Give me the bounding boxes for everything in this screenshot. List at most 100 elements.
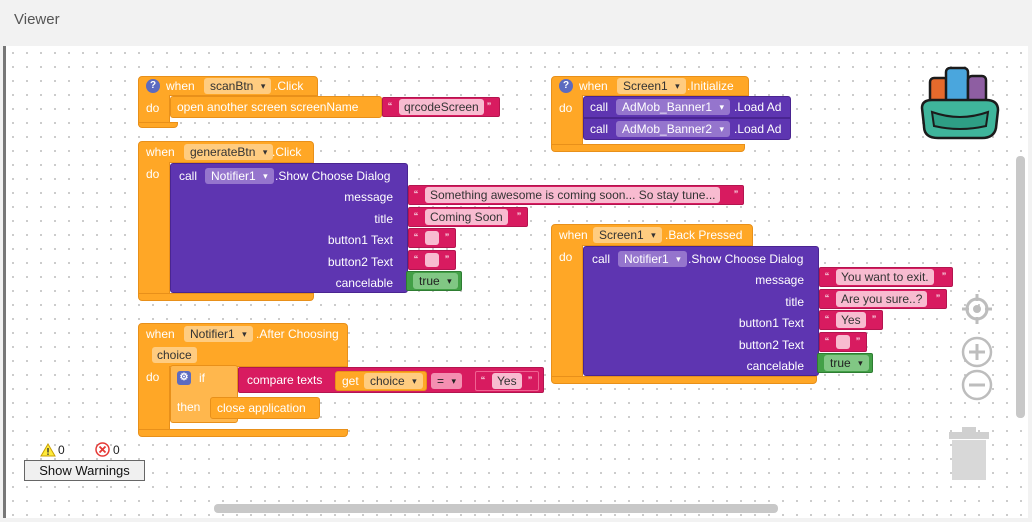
component-dropdown[interactable]: generateBtn <box>184 144 274 160</box>
call-show-choose-dialog[interactable]: call Notifier1 .Show Choose Dialog messa… <box>583 246 819 376</box>
button1-value[interactable]: Yes <box>836 312 866 328</box>
warnings-panel: 0 0 Show Warnings <box>24 442 154 484</box>
compare-label: compare texts <box>247 373 323 387</box>
component-dropdown[interactable]: Notifier1 <box>184 326 253 342</box>
param-cancelable: cancelable <box>746 359 804 373</box>
text-block[interactable]: “ ” <box>819 332 867 352</box>
backpack-icon[interactable] <box>916 60 1004 142</box>
when-label: when <box>579 79 608 93</box>
component-dropdown[interactable]: AdMob_Banner2 <box>616 121 731 137</box>
boolean-block[interactable]: true <box>817 353 873 373</box>
event-name: .Click <box>272 145 302 159</box>
do-label: do <box>146 101 160 115</box>
get-variable-block[interactable]: get choice <box>335 371 427 391</box>
close-application-block[interactable]: close application <box>210 397 320 419</box>
viewer-header: Viewer <box>0 0 1032 40</box>
method-name: .Show Choose Dialog <box>275 169 391 183</box>
event-name: .Back Pressed <box>665 228 743 242</box>
zoom-out-icon[interactable] <box>960 368 994 402</box>
gear-icon[interactable]: ⚙ <box>177 371 191 385</box>
param-title: title <box>785 295 804 309</box>
when-label: when <box>559 228 588 242</box>
event-block-screen1-initialize[interactable]: ? when Screen1 .Initialize do call AdMob… <box>551 76 796 152</box>
text-block[interactable]: “ You want to exit. ” <box>819 267 953 287</box>
zoom-in-icon[interactable] <box>960 335 994 369</box>
error-icon <box>95 442 110 457</box>
title-value[interactable]: Are you sure..? <box>836 291 928 307</box>
do-label: do <box>559 250 573 264</box>
warning-icon <box>40 443 56 457</box>
choice-param[interactable]: choice <box>152 347 197 363</box>
target-icon[interactable] <box>960 292 994 326</box>
message-value[interactable]: You want to exit. <box>836 269 934 285</box>
help-icon[interactable]: ? <box>559 79 573 93</box>
event-block-scanbtn-click[interactable]: ? when scanBtn .Click do open another sc… <box>138 76 500 128</box>
button2-value[interactable] <box>836 335 850 349</box>
param-button2-text: button2 Text <box>327 255 393 269</box>
call-load-ad-block-2[interactable]: call AdMob_Banner2 .Load Ad <box>583 118 791 140</box>
warning-count: 0 <box>58 443 65 457</box>
blocks-workspace[interactable]: ? when scanBtn .Click do open another sc… <box>3 46 1028 518</box>
do-label: do <box>146 167 160 181</box>
when-label: when <box>146 327 175 341</box>
open-another-screen-block[interactable]: open another screen screenName <box>170 96 382 118</box>
close-application-label: close application <box>217 401 306 415</box>
when-label: when <box>166 79 195 93</box>
component-dropdown[interactable]: AdMob_Banner1 <box>616 99 731 115</box>
title-value[interactable]: Coming Soon <box>425 209 508 225</box>
event-name: .After Choosing <box>256 327 339 341</box>
param-cancelable: cancelable <box>335 276 393 290</box>
compare-texts-block[interactable]: compare texts get choice = “ Yes ” <box>238 367 544 393</box>
button1-value[interactable] <box>425 231 439 245</box>
message-value[interactable]: Something awesome is coming soon... So s… <box>425 187 721 203</box>
compare-value[interactable]: Yes <box>492 373 522 389</box>
param-button1-text: button1 Text <box>738 316 804 330</box>
do-label: do <box>559 101 573 115</box>
boolean-block[interactable]: true <box>406 271 462 291</box>
screen-name-value[interactable]: qrcodeScreen <box>399 99 484 115</box>
if-block[interactable]: ⚙ if then <box>170 365 238 423</box>
then-label: then <box>177 400 201 414</box>
operator-dropdown[interactable]: = <box>431 373 463 389</box>
param-title: title <box>374 212 393 226</box>
call-show-choose-dialog[interactable]: call Notifier1 .Show Choose Dialog messa… <box>170 163 408 293</box>
param-message: message <box>755 273 804 287</box>
notifier-dropdown[interactable]: Notifier1 <box>618 251 687 267</box>
event-name: .Initialize <box>687 79 734 93</box>
method-name: .Load Ad <box>734 122 782 136</box>
call-load-ad-block-1[interactable]: call AdMob_Banner1 .Load Ad <box>583 96 791 118</box>
event-block-screen1-back-pressed[interactable]: when Screen1 .Back Pressed do call Notif… <box>551 224 953 384</box>
error-count: 0 <box>113 443 120 457</box>
text-block[interactable]: “ Yes ” <box>475 371 539 391</box>
event-block-generatebtn-click[interactable]: when generateBtn .Click do call Notifier… <box>138 141 744 301</box>
text-block[interactable]: “ Coming Soon ” <box>408 207 528 227</box>
text-block[interactable]: “ Are you sure..? ” <box>819 289 947 309</box>
text-block[interactable]: “ ” <box>408 250 456 270</box>
text-block[interactable]: “ Yes ” <box>819 310 883 330</box>
trash-icon[interactable] <box>947 426 991 482</box>
notifier-dropdown[interactable]: Notifier1 <box>205 168 274 184</box>
method-name: .Load Ad <box>734 100 782 114</box>
horizontal-scrollbar[interactable] <box>214 504 778 513</box>
cancelable-dropdown[interactable]: true <box>413 273 458 289</box>
event-block-notifier1-after-choosing[interactable]: when Notifier1 .After Choosing choice do… <box>138 323 544 437</box>
viewer-title: Viewer <box>14 11 60 28</box>
vertical-scrollbar[interactable] <box>1016 156 1025 418</box>
text-block[interactable]: “ ” <box>408 228 456 248</box>
event-name: .Click <box>274 79 304 93</box>
do-label: do <box>146 370 160 384</box>
component-dropdown[interactable]: scanBtn <box>204 78 272 94</box>
text-block[interactable]: “ Something awesome is coming soon... So… <box>408 185 744 205</box>
text-block[interactable]: “ qrcodeScreen ” <box>382 97 500 117</box>
variable-dropdown[interactable]: choice <box>364 373 423 389</box>
if-label: if <box>199 371 205 385</box>
component-dropdown[interactable]: Screen1 <box>617 78 686 94</box>
param-message: message <box>344 190 393 204</box>
param-button2-text: button2 Text <box>738 338 804 352</box>
show-warnings-button[interactable]: Show Warnings <box>24 460 145 481</box>
cancelable-dropdown[interactable]: true <box>824 355 869 371</box>
help-icon[interactable]: ? <box>146 79 160 93</box>
when-label: when <box>146 145 175 159</box>
component-dropdown[interactable]: Screen1 <box>593 227 662 243</box>
button2-value[interactable] <box>425 253 439 267</box>
